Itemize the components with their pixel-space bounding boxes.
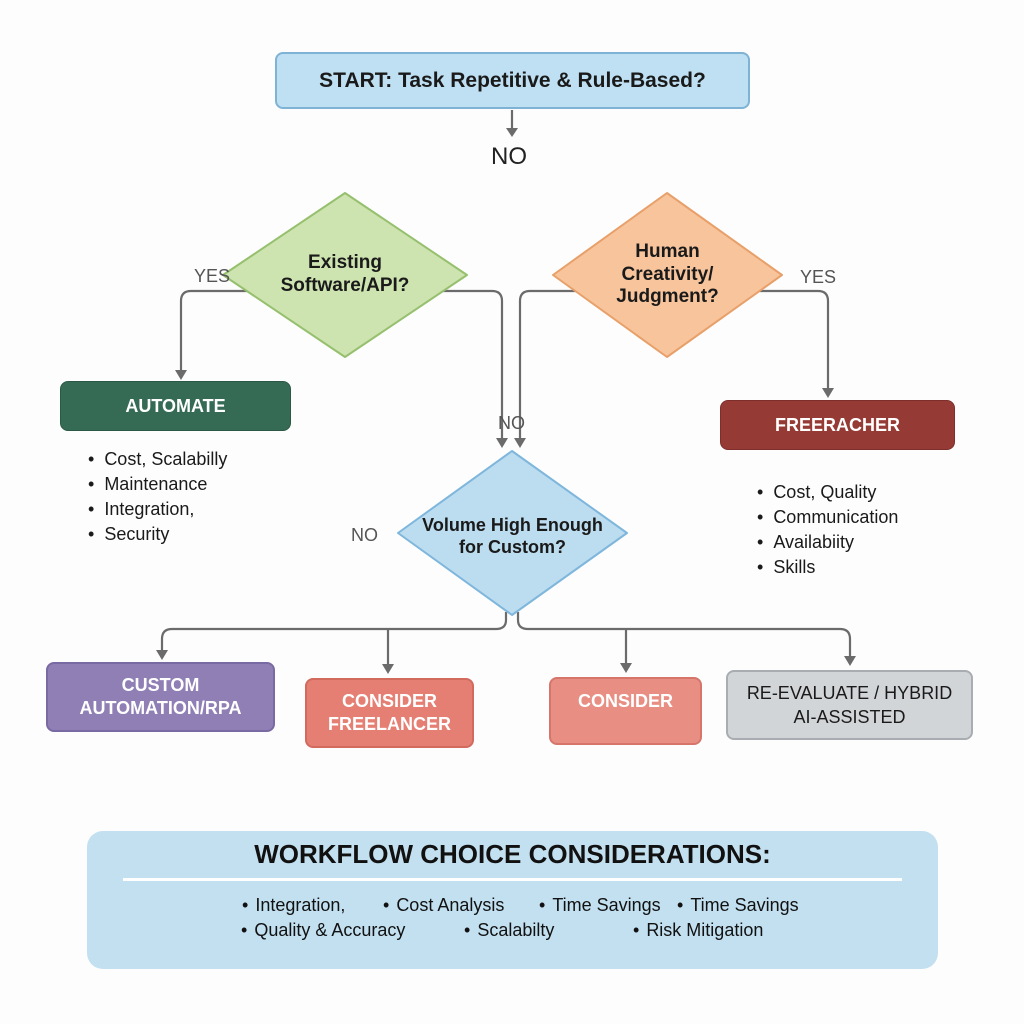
list-item: Availabiity: [757, 530, 898, 555]
start-no-label: NO: [491, 143, 527, 170]
diamond-shape: [222, 192, 468, 358]
outcome-label: CONSIDER: [577, 691, 673, 711]
consideration-item: Quality & Accuracy: [241, 920, 405, 941]
decision-text-line: Human: [635, 240, 700, 262]
outcome-automate[interactable]: AUTOMATE: [60, 381, 291, 431]
workflow-considerations-panel: WORKFLOW CHOICE CONSIDERATIONS: Integrat…: [87, 831, 938, 969]
outcome-custom-automation[interactable]: CUSTOM AUTOMATION/RPA: [46, 662, 275, 732]
outcome-consider[interactable]: CONSIDER: [549, 677, 702, 745]
arrowhead: [844, 656, 856, 666]
outcome-label-line: AI-ASSISTED: [793, 707, 906, 727]
outcome-label-line: AUTOMATION/RPA: [79, 698, 242, 718]
consideration-item: Risk Mitigation: [633, 920, 763, 941]
decision-text-line: Volume High Enough: [422, 515, 603, 536]
list-item: Integration,: [88, 497, 227, 522]
arrowhead: [514, 438, 526, 448]
merge-no-label: NO: [498, 413, 525, 433]
list-item: Skills: [757, 555, 898, 580]
decision-existing-software[interactable]: Existing Software/API?: [220, 190, 470, 360]
decision-text-line: Existing: [308, 252, 382, 274]
arrowhead: [156, 650, 168, 660]
list-item: Security: [88, 522, 227, 547]
creativity-yes-label: YES: [800, 267, 837, 287]
start-label: START: Task Repetitive & Rule-Based?: [319, 68, 706, 92]
outcome-label-line: FREELANCER: [327, 714, 451, 734]
outcome-label-line: CONSIDER: [341, 690, 437, 711]
decision-human-creativity[interactable]: Human Creativity/ Judgment?: [550, 190, 785, 360]
consideration-item: Time Savings: [677, 895, 798, 916]
outcome-label: AUTOMATE: [125, 395, 226, 416]
list-item: Maintenance: [88, 472, 227, 497]
arrowhead: [822, 388, 834, 398]
software-yes-label: YES: [194, 266, 231, 286]
arrowhead: [496, 438, 508, 448]
outcome-consider-freelancer[interactable]: CONSIDER FREELANCER: [305, 678, 474, 748]
considerations-title: WORKFLOW CHOICE CONSIDERATIONS:: [254, 839, 771, 869]
arrowhead: [506, 128, 518, 137]
decision-text-line: Judgment?: [616, 286, 719, 308]
consideration-item: Scalabilty: [464, 920, 554, 941]
divider: [123, 878, 902, 881]
decision-text-line: Creativity/: [621, 263, 714, 285]
diamond-shape: [397, 450, 628, 616]
outcome-label-line: RE-EVALUATE / HYBRID: [746, 682, 953, 703]
start-node[interactable]: START: Task Repetitive & Rule-Based?: [275, 52, 750, 109]
decision-volume[interactable]: Volume High Enough for Custom?: [395, 448, 630, 618]
list-item: Cost, Scalabilly: [88, 447, 227, 472]
decision-text-line: Software/API?: [280, 275, 410, 296]
list-item: Communication: [757, 505, 898, 530]
consideration-item: Integration,: [242, 895, 345, 916]
arrowhead: [175, 370, 187, 380]
list-item: Cost, Quality: [757, 480, 898, 505]
freeracher-considerations-list: Cost, Quality Communication Availabiity …: [757, 480, 898, 580]
arrowhead: [620, 663, 632, 673]
consideration-item: Time Savings: [539, 895, 660, 916]
outcome-label-line: CUSTOM: [121, 674, 200, 695]
diamond-shape: [552, 192, 783, 358]
outcome-freeracher[interactable]: FREERACHER: [720, 400, 955, 450]
volume-no-label: NO: [351, 525, 378, 545]
outcome-label: FREERACHER: [774, 414, 900, 435]
decision-text-line: for Custom?: [459, 537, 566, 557]
automate-considerations-list: Cost, Scalabilly Maintenance Integration…: [88, 447, 227, 547]
arrowhead: [382, 664, 394, 674]
outcome-reevaluate-hybrid[interactable]: RE-EVALUATE / HYBRID AI-ASSISTED: [726, 670, 973, 740]
consideration-item: Cost Analysis: [383, 895, 504, 916]
